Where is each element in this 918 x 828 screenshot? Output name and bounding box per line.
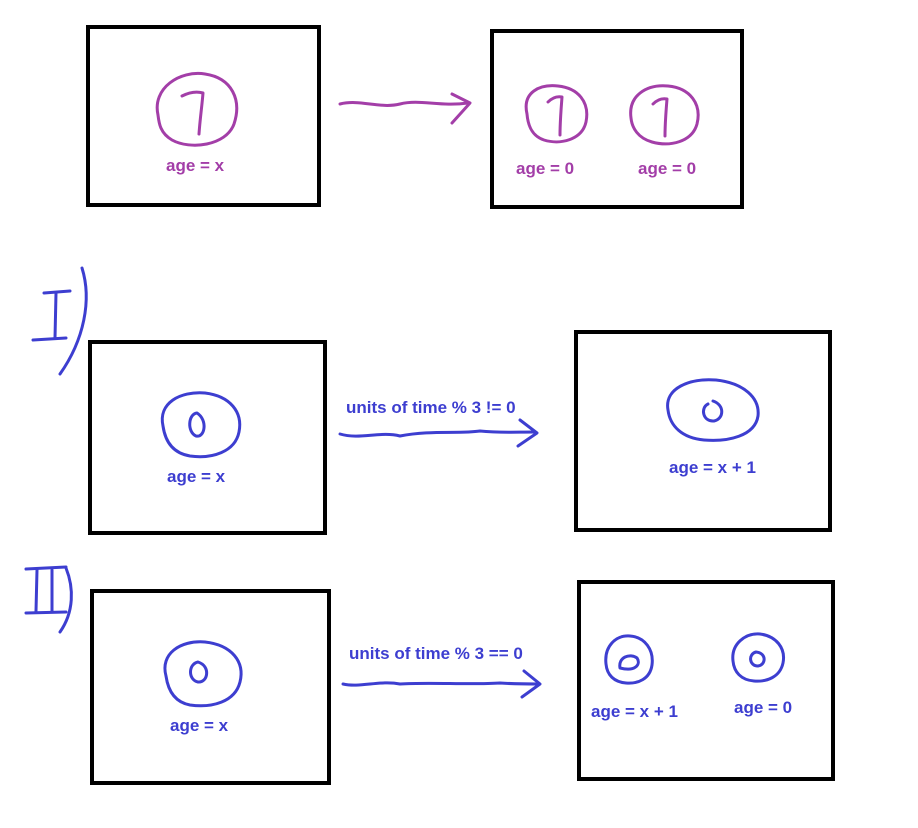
cell-age-one-icon — [155, 71, 239, 147]
cell-case-two-right-a-icon — [604, 634, 654, 685]
cell-case-one-right-icon — [666, 378, 760, 442]
case-two-arrow-line — [341, 681, 540, 687]
case-two-left-age-label: age = x — [170, 716, 229, 735]
case-one-left-age-label: age = x — [167, 467, 226, 486]
case-two-right-age-label-a: age = x + 1 — [591, 702, 678, 721]
top-left-box — [86, 25, 321, 207]
top-right-age-label-a: age = 0 — [516, 159, 574, 178]
case-two-right-age-label-b: age = 0 — [734, 698, 792, 717]
case-one-arrow-label: units of time % 3 != 0 — [346, 398, 516, 417]
case-one-arrow-head-icon — [516, 418, 539, 448]
case-one-arrow-line — [338, 429, 537, 438]
case-one-marker — [31, 266, 88, 376]
case-two-arrow-head-icon — [520, 669, 542, 699]
case-one-right-box — [574, 330, 832, 532]
case-two-right-box — [577, 580, 835, 781]
cell-age-zero-b-icon — [629, 84, 700, 146]
top-right-box — [490, 29, 744, 209]
top-right-age-label-b: age = 0 — [638, 159, 696, 178]
case-two-left-box — [90, 589, 331, 785]
cell-age-zero-a-icon — [524, 84, 589, 144]
case-one-right-age-label: age = x + 1 — [669, 458, 756, 477]
top-left-age-label: age = x — [166, 156, 225, 175]
cell-case-two-right-b-icon — [731, 632, 786, 683]
case-two-arrow-label: units of time % 3 == 0 — [349, 644, 523, 663]
case-two-marker — [24, 565, 73, 634]
cell-case-one-left-icon — [160, 391, 242, 459]
top-arrow-line — [338, 100, 470, 107]
case-one-left-box — [88, 340, 327, 535]
cell-case-two-left-icon — [163, 640, 243, 708]
top-arrow-head-icon — [450, 92, 472, 125]
